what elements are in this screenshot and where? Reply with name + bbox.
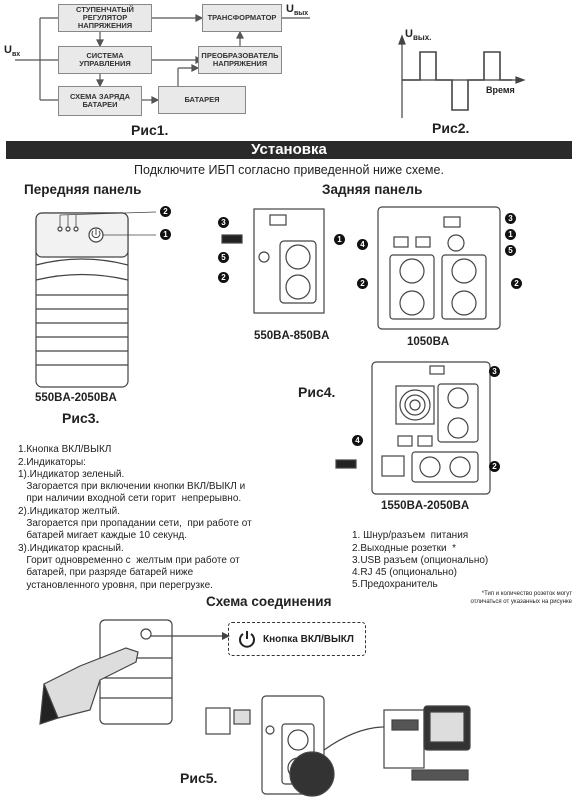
callout-2-rear-1050-right: 2 — [511, 278, 522, 289]
battery-block: БАТАРЕЯ — [158, 86, 246, 114]
front-model-label: 550BA-2050BA — [35, 392, 117, 404]
converter-block: ПРЕОБРАЗОВАТЕЛЬ НАПРЯЖЕНИЯ — [198, 46, 282, 74]
power-icon — [239, 631, 255, 648]
callout-5-rear-1050: 5 — [505, 245, 516, 256]
rear-model-1550: 1550BA-2050BA — [381, 500, 470, 512]
callout-4-rear-1050: 4 — [357, 239, 368, 250]
callout-arrow — [150, 632, 230, 640]
stepped-regulator-block: СТУПЕНЧАТЫЙ РЕГУЛЯТОР НАПРЯЖЕНИЯ — [58, 4, 152, 32]
install-section-header: Установка — [6, 141, 572, 159]
fig1-caption: Рис1. — [131, 122, 169, 138]
callout-2-front: 2 — [160, 206, 171, 217]
rear-panel-1550-2050 — [335, 361, 491, 495]
front-panel-heading: Передняя панель — [24, 182, 142, 197]
rear-panel-heading: Задняя панель — [322, 182, 423, 197]
output-voltage-label: Uвых — [286, 3, 309, 18]
callout-1-rear-1050: 1 — [505, 229, 516, 240]
power-button-callout: Кнопка ВКЛ/ВЫКЛ — [228, 622, 366, 656]
rear-panel-1050 — [377, 206, 501, 330]
fig3-caption: Рис3. — [62, 410, 100, 426]
control-system-block: СИСТЕМА УПРАВЛЕНИЯ — [58, 46, 152, 74]
callout-3-rear-1550: 3 — [489, 366, 500, 377]
rear-panel-550-850 — [221, 208, 325, 314]
callout-5-rear-small: 5 — [218, 252, 229, 263]
callout-1-rear-small: 1 — [334, 234, 345, 245]
fig5-caption: Рис5. — [180, 770, 218, 786]
install-subtitle: Подключите ИБП согласно приведенной ниже… — [134, 163, 444, 177]
input-voltage-label: Uвх — [4, 44, 21, 59]
fig4-caption: Рис4. — [298, 384, 336, 400]
waveform-y-label: Uвых. — [405, 28, 432, 43]
output-waveform — [398, 34, 526, 118]
waveform-x-label: Время — [486, 85, 515, 95]
callout-3-rear-1050: 3 — [505, 213, 516, 224]
rear-model-1050: 1050BA — [407, 336, 450, 348]
callout-3-rear-small: 3 — [218, 217, 229, 228]
rear-model-small: 550BA-850BA — [254, 330, 330, 342]
connection-heading: Схема соединения — [206, 594, 332, 609]
callout-2-rear-1050-left: 2 — [357, 278, 368, 289]
front-panel-ups — [35, 211, 157, 388]
callout-1-front: 1 — [160, 229, 171, 240]
hand-pressing-ups — [39, 619, 173, 725]
power-button-label: Кнопка ВКЛ/ВЫКЛ — [263, 633, 354, 645]
ups-to-computer-connection — [205, 695, 471, 797]
callout-2-rear-1550: 2 — [489, 461, 500, 472]
callout-4-rear-1550: 4 — [352, 435, 363, 446]
charge-circuit-block: СХЕМА ЗАРЯДА БАТАРЕИ — [58, 86, 142, 116]
callout-2-rear-small: 2 — [218, 272, 229, 283]
transformer-block: ТРАНСФОРМАТОР — [202, 4, 282, 32]
fig2-caption: Рис2. — [432, 120, 470, 136]
